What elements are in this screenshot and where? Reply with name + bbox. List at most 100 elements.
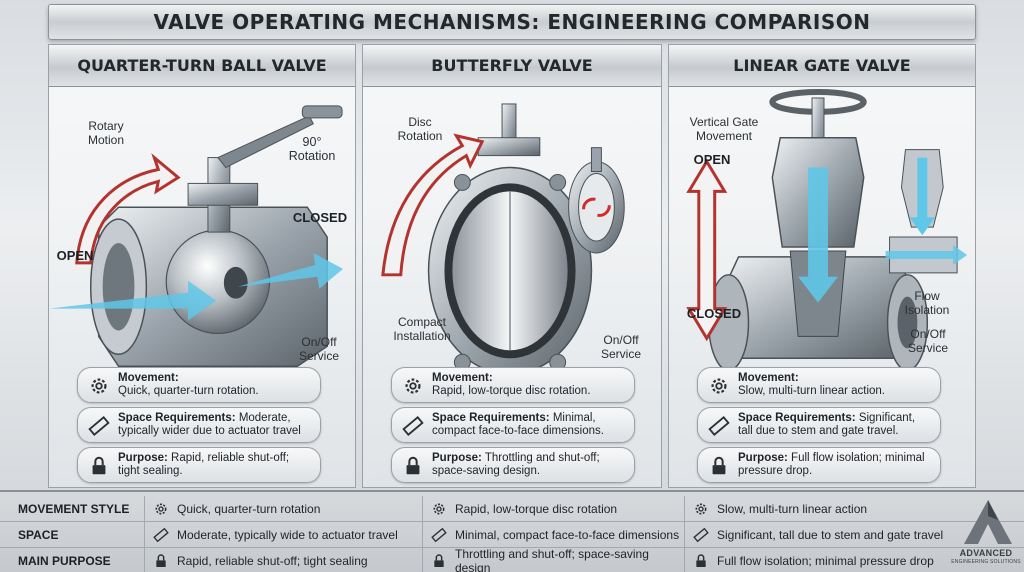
cell-text: Slow, multi-turn linear action bbox=[717, 502, 868, 516]
table-cell: Minimal, compact face-to-face dimensions bbox=[422, 522, 684, 548]
space-info: Space Requirements: Minimal, compact fac… bbox=[391, 407, 635, 443]
space-title: Space Requirements: bbox=[118, 412, 236, 424]
movement-info: Movement:Rapid, low-torque disc rotation… bbox=[391, 367, 635, 403]
purpose-text: Full flow isolation; minimal pressure dr… bbox=[738, 452, 925, 477]
lock-icon bbox=[92, 456, 106, 475]
table-row: MOVEMENT STYLE bbox=[0, 496, 1024, 522]
gear-icon bbox=[155, 503, 167, 515]
ruler-icon bbox=[88, 416, 110, 436]
space-title: Space Requirements: bbox=[738, 412, 856, 424]
closed-label: CLOSED bbox=[292, 210, 348, 225]
panel-heading: QUARTER-TURN BALL VALVE bbox=[49, 45, 355, 87]
cell-text: Minimal, compact face-to-face dimensions bbox=[455, 528, 680, 542]
panel-title: BUTTERFLY VALVE bbox=[431, 56, 593, 75]
purpose-info: Purpose: Throttling and shut-off; space-… bbox=[391, 447, 635, 483]
company-logo-icon bbox=[964, 500, 1012, 544]
lock-icon bbox=[156, 554, 166, 567]
gear-icon bbox=[91, 378, 107, 394]
open-label: OPEN bbox=[56, 248, 94, 263]
logo-tagline: ENGINEERING SOLUTIONS bbox=[951, 559, 1021, 565]
logo-name: ADVANCED bbox=[959, 548, 1013, 558]
movement-title: Movement: bbox=[432, 372, 493, 384]
butterfly-valve-illustration bbox=[381, 103, 625, 375]
table-cell: Full flow isolation; minimal pressure dr… bbox=[684, 548, 946, 572]
ruler-icon bbox=[153, 527, 169, 543]
table-cell: Throttling and shut-off; space-saving de… bbox=[422, 547, 684, 572]
ruler-icon bbox=[708, 416, 730, 436]
gate-valve-illustration bbox=[686, 89, 968, 371]
purpose-text: Throttling and shut-off; space-saving de… bbox=[432, 452, 600, 477]
title-banner: VALVE OPERATING MECHANISMS: ENGINEERING … bbox=[48, 4, 976, 40]
purpose-text: Rapid, reliable shut-off; tight sealing. bbox=[118, 452, 290, 477]
lock-icon bbox=[406, 456, 420, 475]
purpose-title: Purpose: bbox=[118, 452, 168, 464]
closed-label: CLOSED bbox=[686, 306, 742, 321]
panel-heading: BUTTERFLY VALVE bbox=[363, 45, 661, 87]
row-heading: SPACE bbox=[18, 527, 59, 542]
table-cell: Rapid, low-torque disc rotation bbox=[422, 496, 684, 522]
cell-text: Significant, tall due to stem and gate t… bbox=[717, 528, 944, 542]
purpose-info: Purpose: Full flow isolation; minimal pr… bbox=[697, 447, 941, 483]
space-info: Space Requirements: Moderate, typically … bbox=[77, 407, 321, 443]
gear-icon bbox=[711, 378, 727, 394]
space-info: Space Requirements: Significant, tall du… bbox=[697, 407, 941, 443]
rotation-label: 90°Rotation bbox=[288, 135, 336, 163]
lock-icon bbox=[696, 554, 706, 567]
movement-text: Rapid, low-torque disc rotation. bbox=[432, 385, 591, 397]
cell-text: Throttling and shut-off; space-saving de… bbox=[455, 547, 649, 572]
movement-text: Quick, quarter-turn rotation. bbox=[118, 385, 259, 397]
purpose-title: Purpose: bbox=[738, 452, 788, 464]
table-cell: Rapid, reliable shut-off; tight sealing bbox=[144, 548, 422, 572]
cell-text: Quick, quarter-turn rotation bbox=[177, 502, 321, 516]
panel-butterfly-valve: BUTTERFLY VALVE bbox=[362, 44, 662, 488]
movement-info: Movement:Quick, quarter-turn rotation. bbox=[77, 367, 321, 403]
movement-info: Movement:Slow, multi-turn linear action. bbox=[697, 367, 941, 403]
table-cell: Significant, tall due to stem and gate t… bbox=[684, 522, 946, 548]
movement-text: Slow, multi-turn linear action. bbox=[738, 385, 886, 397]
cell-text: Moderate, typically wide to actuator tra… bbox=[177, 528, 398, 542]
movement-title: Movement: bbox=[118, 372, 179, 384]
open-label: OPEN bbox=[693, 152, 731, 167]
row-heading: MOVEMENT STYLE bbox=[18, 501, 130, 516]
panel-title: LINEAR GATE VALVE bbox=[733, 56, 911, 75]
ruler-icon bbox=[693, 527, 709, 543]
row-heading: MAIN PURPOSE bbox=[18, 554, 111, 568]
table-cell: Moderate, typically wide to actuator tra… bbox=[144, 522, 422, 548]
purpose-info: Purpose: Rapid, reliable shut-off; tight… bbox=[77, 447, 321, 483]
ruler-icon bbox=[402, 416, 424, 436]
gear-icon bbox=[405, 378, 421, 394]
table-cell: Slow, multi-turn linear action bbox=[684, 496, 946, 522]
ruler-icon bbox=[431, 527, 447, 543]
panel-ball-valve: QUARTER-TURN BALL VALVE bbox=[48, 44, 356, 488]
space-text: Minimal, compact face-to-face dimensions… bbox=[432, 412, 604, 437]
gear-icon bbox=[695, 503, 707, 515]
page-title: VALVE OPERATING MECHANISMS: ENGINEERING … bbox=[153, 10, 871, 34]
space-title: Space Requirements: bbox=[432, 412, 550, 424]
ball-valve-illustration bbox=[49, 105, 344, 367]
comparison-table: MOVEMENT STYLE SPACE MAIN PURPOSE Quick,… bbox=[0, 490, 1024, 572]
movement-title: Movement: bbox=[738, 372, 799, 384]
cell-text: Rapid, reliable shut-off; tight sealing bbox=[177, 554, 368, 568]
cell-text: Full flow isolation; minimal pressure dr… bbox=[717, 554, 934, 568]
lock-icon bbox=[434, 554, 444, 567]
panel-heading: LINEAR GATE VALVE bbox=[669, 45, 975, 87]
panel-title: QUARTER-TURN BALL VALVE bbox=[77, 56, 327, 75]
gear-icon bbox=[433, 503, 445, 515]
table-row: MAIN PURPOSE bbox=[0, 548, 1024, 572]
cell-text: Rapid, low-torque disc rotation bbox=[455, 502, 618, 516]
space-text: Significant, tall due to stem and gate t… bbox=[738, 412, 916, 437]
table-row: SPACE bbox=[0, 522, 1024, 548]
table-cell: Quick, quarter-turn rotation bbox=[144, 496, 422, 522]
lock-icon bbox=[712, 456, 726, 475]
purpose-title: Purpose: bbox=[432, 452, 482, 464]
panel-gate-valve: LINEAR GATE VALVE bbox=[668, 44, 976, 488]
